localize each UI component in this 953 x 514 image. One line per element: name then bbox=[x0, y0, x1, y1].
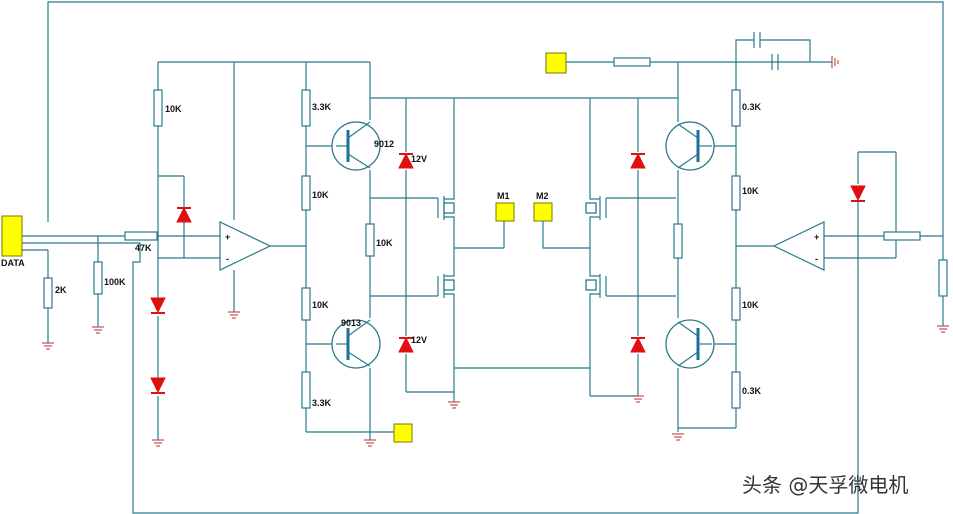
opamp-left bbox=[219, 221, 272, 271]
motor-port-m2 bbox=[533, 202, 553, 222]
resistor-3-3k-bot-label: 3.3K bbox=[312, 398, 332, 408]
resistor-100k-label: 100K bbox=[104, 277, 126, 287]
wire-m2 bbox=[542, 221, 590, 249]
zener-12v-bot-label: 12V bbox=[411, 335, 427, 345]
motor-port-m1 bbox=[495, 202, 515, 222]
resistor-47k-label: 47K bbox=[135, 243, 152, 253]
resistor-right-edge bbox=[938, 259, 948, 297]
transistor-9012 bbox=[331, 121, 381, 171]
power-port-top bbox=[545, 52, 567, 74]
reference-chain bbox=[157, 61, 370, 440]
transistor-9013-label: 9013 bbox=[341, 318, 361, 328]
resistor-2k bbox=[43, 277, 53, 309]
resistor-0-3k-bot bbox=[731, 371, 741, 409]
outer-wires bbox=[19, 1, 944, 514]
resistor-0-3k-top bbox=[731, 89, 741, 127]
resistor-10k-c bbox=[731, 175, 741, 211]
data-port bbox=[1, 215, 23, 257]
transistor-9013 bbox=[331, 319, 381, 369]
mosfets-left bbox=[437, 98, 590, 402]
resistor-right-mid bbox=[673, 223, 683, 259]
diode-right bbox=[850, 185, 866, 202]
resistor-feedback bbox=[883, 231, 921, 241]
resistor-100k bbox=[93, 261, 103, 295]
input-network bbox=[22, 235, 125, 343]
opamp-right-plus: + bbox=[814, 232, 819, 242]
resistor-2k-label: 2K bbox=[55, 285, 67, 295]
resistor-10k-b bbox=[301, 287, 311, 321]
mosfets-right bbox=[585, 98, 676, 397]
resistor-10k-b-label: 10K bbox=[312, 300, 329, 310]
zener-right-top bbox=[630, 152, 646, 169]
transistor-right-top bbox=[665, 121, 715, 171]
diode-chain-2 bbox=[150, 377, 166, 394]
motor-port-m2-label: M2 bbox=[536, 191, 549, 201]
right-driver-wires bbox=[566, 61, 832, 432]
diode-chain-1 bbox=[150, 297, 166, 314]
resistor-10k-mid bbox=[365, 223, 375, 257]
left-driver-wires bbox=[305, 62, 678, 440]
resistor-10k-left bbox=[153, 89, 163, 127]
resistor-3-3k-top bbox=[301, 89, 311, 127]
capacitors bbox=[735, 32, 811, 70]
motor-port-m1-label: M1 bbox=[497, 191, 510, 201]
opamp-left-minus: - bbox=[226, 254, 229, 264]
zener-right-bot bbox=[630, 336, 646, 353]
zener-12v-top bbox=[398, 152, 414, 169]
watermark: 头条 @天孚微电机 bbox=[742, 473, 908, 497]
resistor-10k-left-label: 10K bbox=[165, 104, 182, 114]
resistor-0-3k-bot-label: 0.3K bbox=[742, 386, 762, 396]
resistor-10k-d-label: 10K bbox=[742, 300, 759, 310]
zener-12v-top-label: 12V bbox=[411, 154, 427, 164]
resistor-10k-a bbox=[301, 175, 311, 211]
data-label: DATA bbox=[1, 258, 25, 268]
resistor-10k-mid-label: 10K bbox=[376, 238, 393, 248]
resistor-3-3k-bot bbox=[301, 371, 311, 409]
resistor-10k-a-label: 10K bbox=[312, 190, 329, 200]
zener-12v-bot bbox=[398, 336, 414, 353]
resistor-supply bbox=[613, 57, 651, 67]
ground-symbols bbox=[42, 56, 949, 447]
resistor-47k bbox=[124, 231, 158, 241]
opamp-left-plus: + bbox=[225, 232, 230, 242]
opamp-right-minus: - bbox=[815, 254, 818, 264]
resistor-10k-d bbox=[731, 287, 741, 321]
transistor-9012-label: 9012 bbox=[374, 139, 394, 149]
power-port-bottom bbox=[393, 423, 413, 443]
resistor-3-3k-top-label: 3.3K bbox=[312, 102, 332, 112]
transistor-right-bottom bbox=[665, 319, 715, 369]
opamp-right bbox=[772, 221, 825, 271]
diode-ref bbox=[176, 206, 192, 223]
resistor-0-3k-top-label: 0.3K bbox=[742, 102, 762, 112]
resistor-10k-c-label: 10K bbox=[742, 186, 759, 196]
